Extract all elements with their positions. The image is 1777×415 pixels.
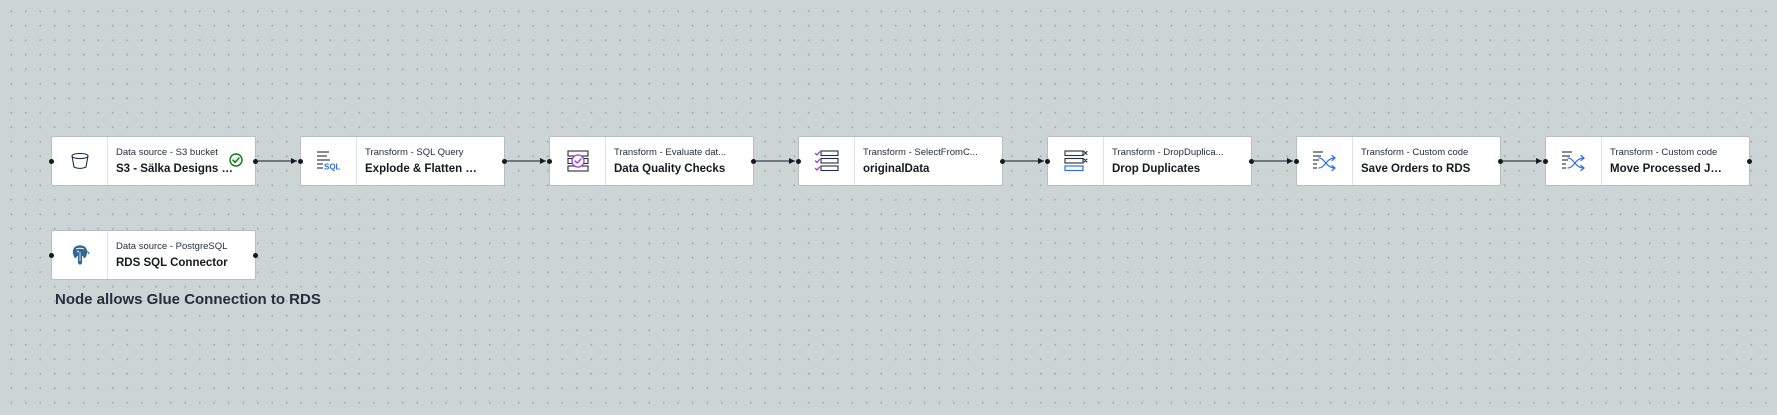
input-port[interactable]	[1543, 159, 1548, 164]
output-port[interactable]	[751, 159, 756, 164]
node-name-label: Explode & Flatten JS...	[365, 163, 483, 175]
sql-query-icon: SQL	[315, 149, 343, 173]
node-name-label: Drop Duplicates	[1112, 163, 1201, 175]
node-data-quality[interactable]: Transform - Evaluate dat... Data Quality…	[547, 136, 756, 186]
node-name-label: S3 - Sälka Designs B...	[116, 163, 234, 175]
node-move-processed[interactable]: Transform - Custom code Move Processed J…	[1543, 136, 1752, 186]
postgresql-icon	[69, 243, 91, 267]
node-save-orders[interactable]: Transform - Custom code Save Orders to R…	[1294, 136, 1503, 186]
input-port[interactable]	[547, 159, 552, 164]
drop-duplicates-icon	[1063, 149, 1089, 173]
output-port[interactable]	[1249, 159, 1254, 164]
node-rds-sql-connector[interactable]: Data source - PostgreSQL RDS SQL Connect…	[49, 230, 258, 280]
node-type-label: Transform - SelectFromC...	[863, 147, 978, 158]
output-port[interactable]	[502, 159, 507, 164]
node-type-label: Transform - Custom code	[1610, 147, 1718, 158]
input-port[interactable]	[49, 159, 54, 164]
node-name-label: RDS SQL Connector	[116, 257, 228, 269]
node-sql-query[interactable]: SQL Transform - SQL Query Explode & Flat…	[298, 136, 507, 186]
success-check-icon	[229, 153, 243, 172]
node-type-label: Transform - Custom code	[1361, 147, 1469, 158]
output-port[interactable]	[1000, 159, 1005, 164]
node-name-label: originalData	[863, 163, 930, 175]
input-port[interactable]	[796, 159, 801, 164]
custom-code-icon	[1560, 149, 1588, 173]
node-name-label: Save Orders to RDS	[1361, 163, 1471, 175]
node-name-label: Move Processed JSO...	[1610, 163, 1728, 175]
s3-bucket-icon	[69, 150, 91, 172]
custom-code-icon	[1311, 149, 1339, 173]
input-port[interactable]	[1045, 159, 1050, 164]
node-s3-source[interactable]: Data source - S3 bucket S3 - Sälka Desig…	[49, 136, 258, 186]
node-type-label: Transform - SQL Query	[365, 147, 464, 158]
svg-text:SQL: SQL	[324, 163, 341, 172]
select-from-collection-icon	[814, 149, 840, 173]
data-quality-icon	[565, 149, 591, 173]
node-name-label: Data Quality Checks	[614, 163, 726, 175]
input-port[interactable]	[49, 253, 54, 258]
node-type-label: Data source - S3 bucket	[116, 147, 218, 158]
node-type-label: Transform - Evaluate dat...	[614, 147, 727, 158]
canvas-annotation: Node allows Glue Connection to RDS	[55, 291, 321, 308]
input-port[interactable]	[1294, 159, 1299, 164]
input-port[interactable]	[298, 159, 303, 164]
output-port[interactable]	[1747, 159, 1752, 164]
output-port[interactable]	[1498, 159, 1503, 164]
output-port[interactable]	[253, 253, 258, 258]
output-port[interactable]	[253, 159, 258, 164]
node-type-label: Transform - DropDuplica...	[1112, 147, 1224, 158]
node-select-from-collection[interactable]: Transform - SelectFromC... originalData	[796, 136, 1005, 186]
node-type-label: Data source - PostgreSQL	[116, 241, 228, 252]
node-drop-duplicates[interactable]: Transform - DropDuplica... Drop Duplicat…	[1045, 136, 1254, 186]
